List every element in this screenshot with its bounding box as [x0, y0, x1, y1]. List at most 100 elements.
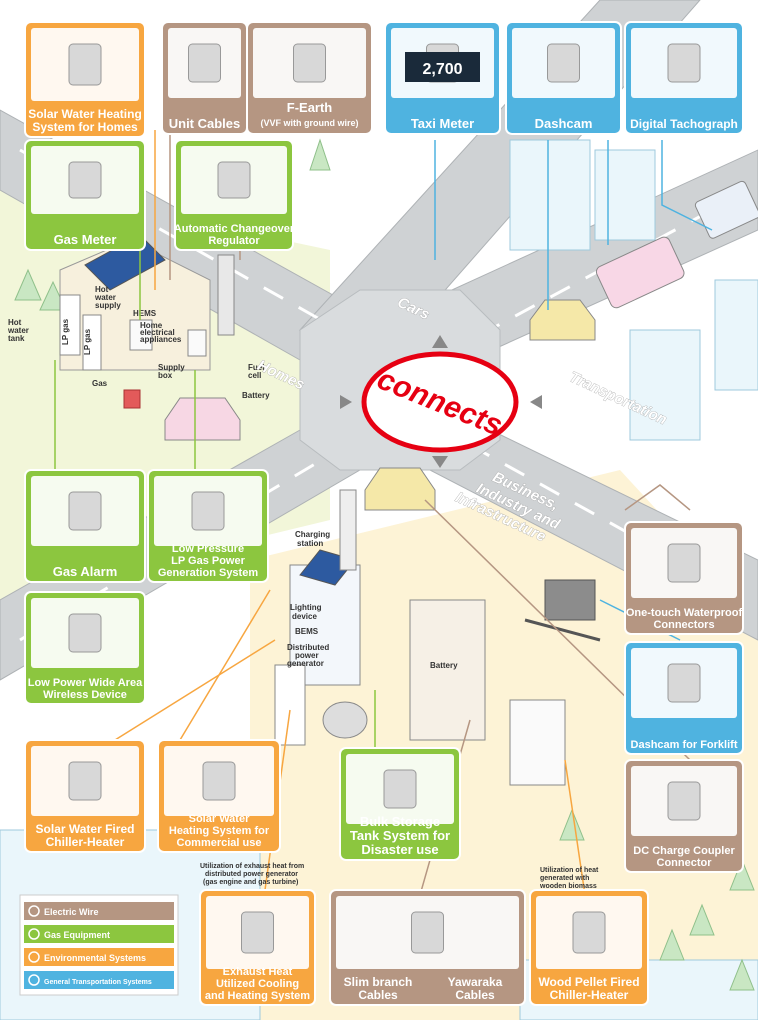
lbl-hems: HEMS: [133, 309, 157, 318]
meter-screen: [405, 52, 480, 82]
lbl-lp-gas-1: LP gas: [61, 318, 70, 345]
card-taxi-meter[interactable]: Taxi Meter 2,700: [384, 21, 501, 135]
connects-badge: connects: [361, 351, 519, 453]
product-icon: [217, 161, 251, 199]
product-icon: [667, 543, 701, 583]
product-icon: [572, 911, 606, 954]
product-icon: [202, 761, 236, 801]
legend-label: General Transportation Systems: [44, 979, 152, 986]
card-gas-alarm[interactable]: Gas Alarm: [24, 469, 146, 583]
lbl-lp-gas-2: LP gas: [83, 328, 92, 355]
card-f-earth[interactable]: F-Earth (VVF with ground wire): [246, 21, 373, 135]
lbl-battery-business: Battery: [430, 661, 458, 670]
legend-label: Environmental Systems: [44, 953, 146, 963]
legend-label: Electric Wire: [44, 907, 98, 917]
legend-item: Environmental Systems: [24, 948, 174, 966]
product-icon: [667, 781, 701, 821]
vehicles: [364, 180, 758, 642]
center-arrows: [340, 335, 542, 468]
product-icon: [411, 911, 444, 954]
card-title: Digital Tachograph: [630, 117, 738, 131]
card-tachograph[interactable]: Digital Tachograph: [624, 21, 744, 135]
product-icon: [68, 43, 102, 86]
legend-icon: [28, 974, 40, 986]
card-title: F-Earth: [287, 100, 333, 115]
card-title: Taxi Meter: [411, 116, 474, 131]
lbl-gas: Gas: [92, 379, 108, 388]
product-icon: [241, 911, 274, 954]
product-icon: [68, 161, 102, 199]
card-unit-cables[interactable]: Unit Cables: [161, 21, 248, 135]
product-icon: [383, 769, 417, 809]
meter-display: 2,700: [422, 61, 462, 78]
legend-icon: [28, 951, 40, 963]
legend-icon: [28, 905, 40, 917]
legend-item: Gas Equipment: [24, 925, 174, 943]
product-icon: [68, 761, 102, 801]
product-icon: [293, 43, 326, 83]
card-title: Dashcam for Forklift: [631, 739, 738, 751]
product-icon: [667, 663, 701, 703]
card-title: Gas Alarm: [53, 564, 118, 579]
card-subtitle: (VVF with ground wire): [261, 118, 359, 128]
product-icon: [188, 43, 221, 83]
card-title: Gas Meter: [54, 232, 117, 247]
card-gas-meter[interactable]: Gas Meter: [24, 139, 146, 251]
lbl-battery-home: Battery: [242, 391, 270, 400]
lbl-bems: BEMS: [295, 627, 319, 636]
card-title: Unit Cables: [169, 116, 241, 131]
legend-icon: [28, 928, 40, 940]
legend-item: Electric Wire: [24, 902, 174, 920]
legend-item: General Transportation Systems: [24, 971, 174, 989]
trees: [14, 138, 755, 991]
card-dashcam-fork[interactable]: Dashcam for Forklift: [624, 641, 744, 755]
business-illustration: [274, 489, 566, 786]
product-icon: [547, 43, 580, 83]
product-icon: [191, 491, 225, 531]
house-illustration: [59, 234, 241, 441]
product-icon: [68, 491, 102, 531]
card-dashcam[interactable]: Dashcam: [505, 21, 622, 135]
product-icon: [667, 43, 701, 83]
legend-label: Gas Equipment: [44, 930, 110, 940]
product-icon: [68, 613, 102, 653]
card-title: Dashcam: [535, 116, 593, 131]
